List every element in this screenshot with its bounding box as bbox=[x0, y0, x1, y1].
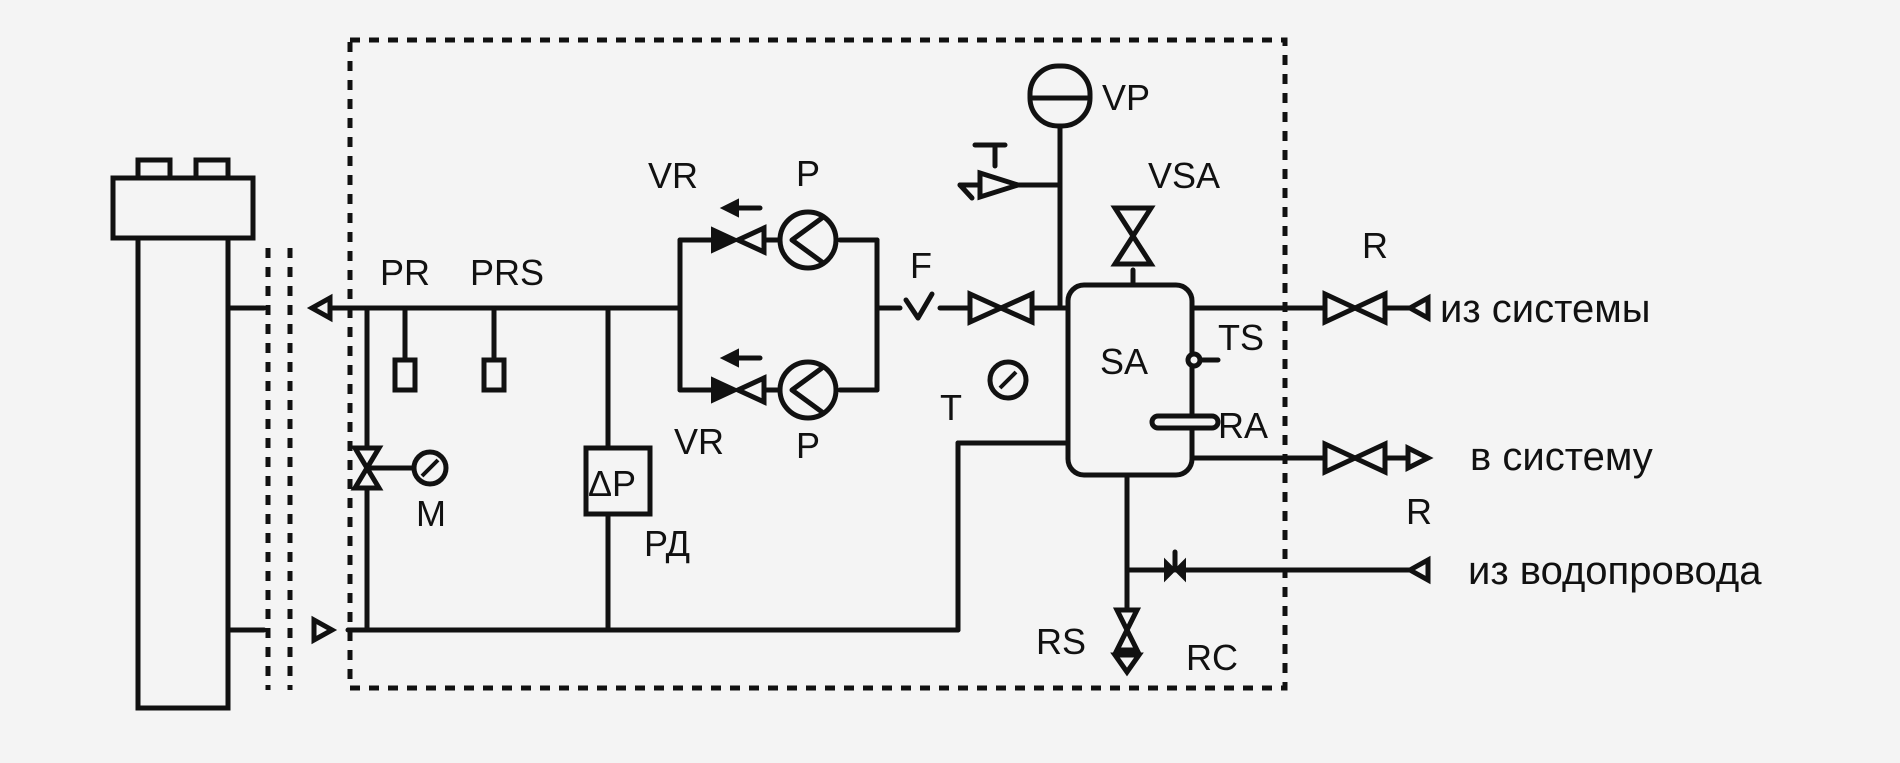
shutoff-valve-inlet bbox=[967, 290, 1035, 326]
label-ra: RA bbox=[1218, 405, 1268, 446]
label-rd: РД bbox=[644, 523, 690, 564]
pressure-switch-pr bbox=[392, 305, 418, 393]
arrow-to-boiler-icon bbox=[306, 293, 333, 323]
valve-r-water-main bbox=[1164, 549, 1431, 585]
label-from-system: из системы bbox=[1440, 287, 1651, 331]
label-pr: PR bbox=[380, 252, 430, 293]
label-t: T bbox=[940, 387, 962, 428]
boiler bbox=[110, 157, 256, 711]
unit-boundary bbox=[347, 37, 1288, 691]
label-sa: SA bbox=[1100, 341, 1148, 382]
valve-r-supply bbox=[1322, 440, 1434, 476]
filter-f bbox=[903, 291, 935, 321]
valve-r-return bbox=[1322, 290, 1431, 326]
label-vp: VP bbox=[1102, 77, 1150, 118]
pump-bottom bbox=[777, 359, 839, 421]
check-valve-vr-bottom bbox=[711, 348, 783, 406]
label-ts: TS bbox=[1218, 317, 1264, 358]
valve-rs bbox=[1110, 607, 1144, 677]
label-rs: RS bbox=[1036, 621, 1086, 662]
arrow-from-boiler-icon bbox=[311, 615, 338, 645]
label-r-top: R bbox=[1362, 225, 1388, 266]
pressure-switch-prs bbox=[481, 305, 507, 393]
expansion-vessel-vp bbox=[1027, 63, 1093, 129]
safety-valve bbox=[957, 142, 1027, 201]
valve-m bbox=[350, 445, 449, 491]
label-m: M bbox=[416, 493, 446, 534]
pump-top bbox=[777, 209, 839, 271]
label-r-bottom: R bbox=[1406, 491, 1432, 532]
valve-vsa bbox=[1110, 205, 1156, 267]
check-valve-vr-top bbox=[711, 198, 783, 256]
label-prs: PRS bbox=[470, 252, 544, 293]
label-f: F bbox=[910, 245, 932, 286]
label-p-top: P bbox=[796, 153, 820, 194]
gauge-icon bbox=[987, 359, 1029, 401]
label-vr-bottom: VR bbox=[674, 421, 724, 462]
label-vr-top: VR bbox=[648, 155, 698, 196]
label-rc: RC bbox=[1186, 637, 1238, 678]
label-to-system: в систему bbox=[1470, 435, 1653, 479]
label-dp: ΔP bbox=[588, 463, 636, 504]
differential-pressure-sensor bbox=[583, 445, 653, 517]
label-p-bottom: P bbox=[796, 425, 820, 466]
label-vsa: VSA bbox=[1148, 155, 1220, 196]
temperature-sensor-ts bbox=[1185, 351, 1203, 369]
label-from-water-main: из водопровода bbox=[1468, 549, 1762, 593]
heater-ra bbox=[1149, 413, 1221, 431]
